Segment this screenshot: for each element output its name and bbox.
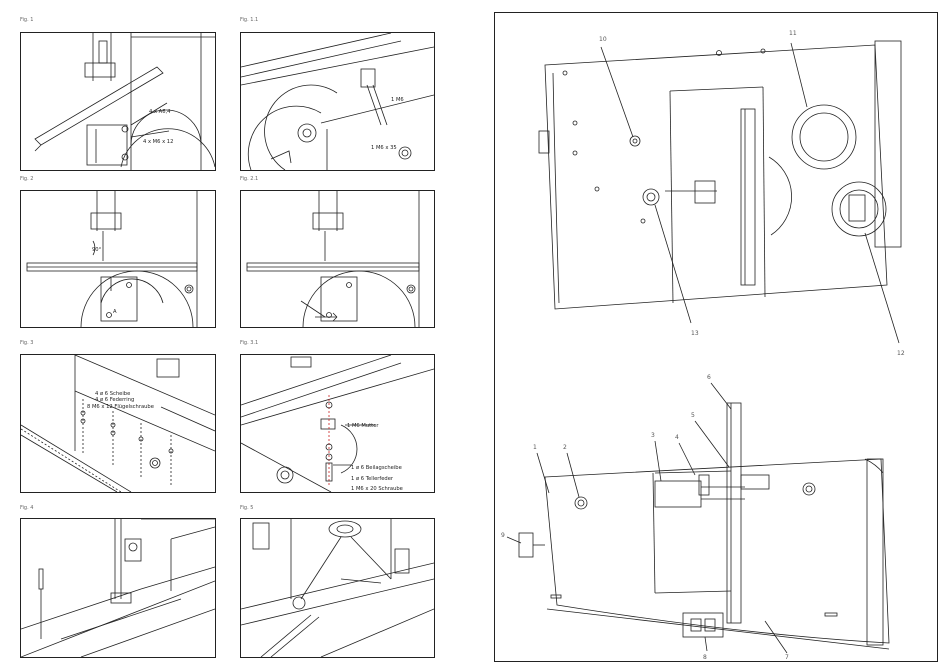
fig-1-callout: 4 x M6 x 12: [143, 139, 173, 145]
callout-number: 3: [651, 432, 655, 439]
callout-number: 2: [563, 444, 567, 451]
callout-number: 12: [897, 350, 905, 357]
fig-2-drawing: 90° A: [21, 191, 215, 327]
callout-number: 10: [599, 36, 607, 43]
fig-2-callout: 90°: [92, 247, 102, 253]
fig-1: 4 x A6,4 4 x M6 x 12: [20, 32, 216, 171]
callout-number: 13: [691, 330, 699, 337]
fig-3-1-callout: 1 ø 6 Beilagscheibe: [351, 465, 402, 471]
fig-5-drawing: [241, 519, 434, 657]
fig-5: [240, 518, 435, 658]
fig-5-label: Fig. 5: [240, 505, 253, 511]
fig-3: 4 ø 6 Scheibe 4 ø 6 Federring 8 M6 x 12 …: [20, 354, 216, 493]
callout-number: 4: [675, 434, 679, 441]
fig-1-drawing: 4 x A6,4 4 x M6 x 12: [21, 33, 215, 170]
callout-number: 5: [691, 412, 695, 419]
fig-3-1-label: Fig. 3.1: [240, 340, 258, 346]
callout-number: 8: [703, 654, 707, 661]
fig-4-drawing: [21, 519, 215, 657]
fig-4-label: Fig. 4: [20, 505, 33, 511]
fig-2-1-label: Fig. 2.1: [240, 176, 258, 182]
fig-1-1-label: Fig. 1.1: [240, 17, 258, 23]
machine-overview: 10 11 12 13 1 2 3 4 5 6 7 8 9: [494, 12, 938, 662]
fig-4: [20, 518, 216, 658]
fig-3-1: 1 M6 Mutter 1 ø 6 Beilagscheibe 1 ø 6 Te…: [240, 354, 435, 493]
fig-1-1-drawing: 1 M6 1 M6 x 35: [241, 33, 434, 170]
fig-1-1-callout: 1 M6 x 35: [371, 145, 397, 151]
fig-1-label: Fig. 1: [20, 17, 33, 23]
fig-1-callout: 4 x A6,4: [149, 109, 171, 115]
fig-2-1: [240, 190, 435, 328]
fig-3-callout: 8 M6 x 12 Flügelschraube: [87, 404, 154, 410]
fig-3-1-drawing: 1 M6 Mutter 1 ø 6 Beilagscheibe 1 ø 6 Te…: [241, 355, 434, 492]
fig-3-1-callout: 1 M6 Mutter: [347, 423, 379, 429]
fig-3-1-callout: 1 ø 6 Tellerfeder: [351, 476, 394, 482]
fig-3-callout: 4 ø 6 Federring: [95, 397, 134, 403]
callout-number: 11: [789, 30, 797, 37]
callout-number: 9: [501, 532, 505, 539]
fig-2-1-drawing: [241, 191, 434, 327]
fig-3-label: Fig. 3: [20, 340, 33, 346]
fig-2-label: Fig. 2: [20, 176, 33, 182]
fig-2-callout: A: [113, 309, 117, 315]
callout-number: 6: [707, 374, 711, 381]
fig-3-drawing: 4 ø 6 Scheibe 4 ø 6 Federring 8 M6 x 12 …: [21, 355, 215, 492]
fig-3-1-callout: 1 M6 x 20 Schraube: [351, 486, 403, 492]
fig-2: 90° A: [20, 190, 216, 328]
callout-number: 7: [785, 654, 789, 661]
callout-number: 1: [533, 444, 537, 451]
machine-overview-drawing: 10 11 12 13 1 2 3 4 5 6 7 8 9: [495, 13, 937, 661]
fig-1-1-callout: 1 M6: [391, 97, 404, 103]
fig-1-1: 1 M6 1 M6 x 35: [240, 32, 435, 171]
